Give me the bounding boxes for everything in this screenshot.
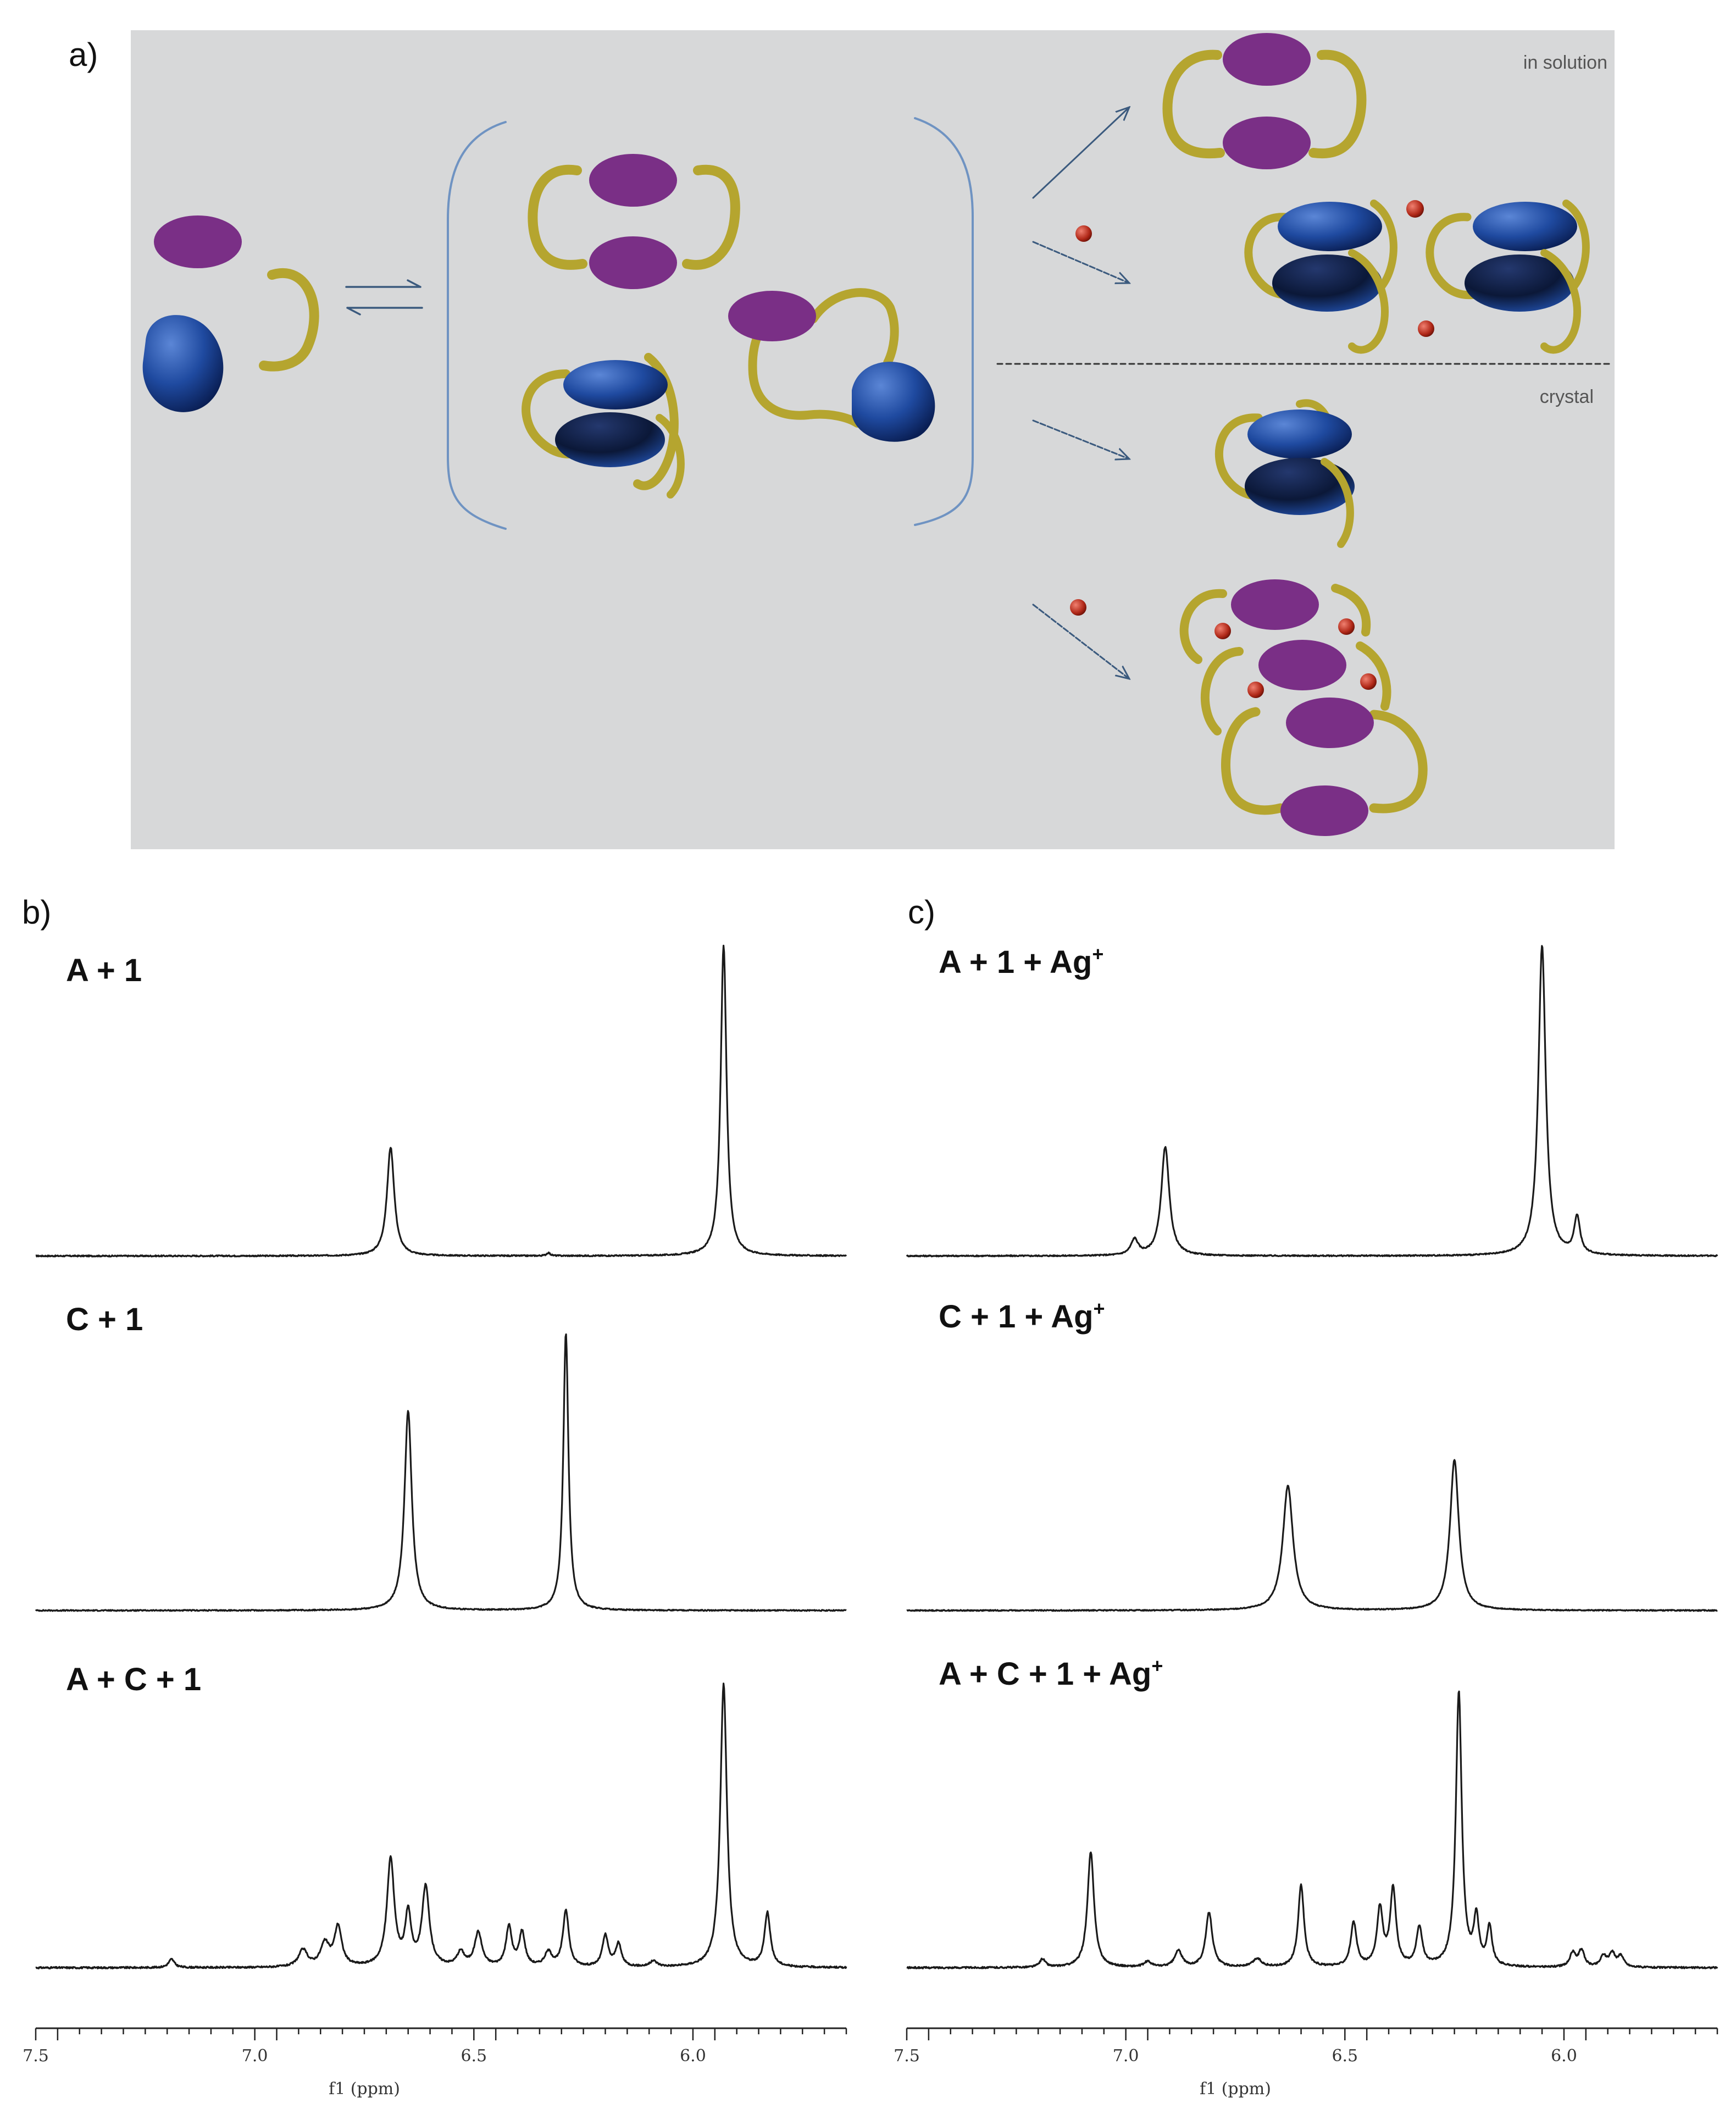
spectrum-label: A + C + 1 + Ag+ [939,1654,1163,1692]
spectrum-label-text: A + C + 1 + Ag [939,1656,1151,1692]
silver-ion [1075,225,1092,242]
x-axis-title: f1 (ppm) [329,2079,400,2099]
linker-strand [259,268,319,372]
spectrum-trace [35,1683,847,1969]
in-solution-label: in solution [1523,52,1607,73]
arrow-2 [1032,241,1129,283]
spectrum-trace [906,945,1718,1258]
x-tick-label: 6.5 [461,2046,487,2066]
scheme-drawing: in solution crystal [142,33,1611,836]
bowl-stack-pair [1244,200,1590,354]
spectrum-label-text: C + 1 + Ag [939,1299,1094,1335]
bowl-stack-1 [522,353,685,499]
x-tick-label: 7.0 [242,2046,268,2066]
spectrum-label: A + C + 1 [66,1662,201,1697]
spectrum-trace [35,944,847,1258]
arrow-1 [1032,107,1129,199]
x-tick-label: 6.0 [1551,2046,1577,2066]
scheme-background [131,30,1615,849]
spectrum-label: A + 1 + Ag+ [939,943,1103,980]
panel-a-letter: a) [69,36,98,73]
spectrum-trace [906,1690,1718,1969]
x-tick-label: 6.5 [1332,2046,1358,2066]
capsule-dimer-solution [1162,33,1367,169]
arrow-4 [1032,604,1129,679]
hetero-complex [728,288,935,442]
panel-letter: c) [908,894,935,931]
crystal-label: crystal [1540,386,1594,407]
nmr-panel-b: b) A + 1 C + 1 A + C + 1 7.5 7.0 6.5 6.0 f1 (ppm… [22,894,847,2099]
x-tick-label: 7.0 [1113,2046,1139,2066]
nmr-panel-c: c)A + 1 + Ag+C + 1 + Ag+A + C + 1 + Ag+7… [894,894,1718,2099]
x-tick-label: 7.5 [23,2046,49,2066]
silver-ion [1070,599,1086,616]
spectrum-label: C + 1 [66,1302,143,1337]
equilibrium-arrows [345,279,423,316]
right-bracket [914,117,974,526]
arrow-3 [1032,419,1129,459]
guest-disc [154,215,242,268]
spectrum-label-text: A + 1 [66,953,142,988]
spectrum-label-superscript: + [1094,1297,1105,1320]
x-axis-title: f1 (ppm) [1200,2079,1271,2099]
spectrum-label-text: A + C + 1 [66,1662,201,1697]
capsule-dimer-1 [528,154,740,289]
bowl-stack-crystal [1215,399,1355,548]
x-tick-label: 6.0 [680,2046,706,2066]
spectrum-trace [35,1333,847,1612]
x-tick-label: 7.5 [894,2046,920,2066]
spectrum-label-text: C + 1 [66,1302,143,1337]
spectrum-label-superscript: + [1092,943,1103,965]
panel-letter: b) [22,894,51,931]
spectrum-trace [906,1459,1718,1612]
spectrum-label: A + 1 [66,953,142,988]
left-bracket [447,121,507,530]
spectrum-label-superscript: + [1151,1654,1163,1677]
bowl-host [142,315,224,412]
spectrum-label-text: A + 1 + Ag [939,944,1092,980]
capsule-polymer [1179,579,1428,836]
spectrum-label: C + 1 + Ag+ [939,1297,1105,1335]
